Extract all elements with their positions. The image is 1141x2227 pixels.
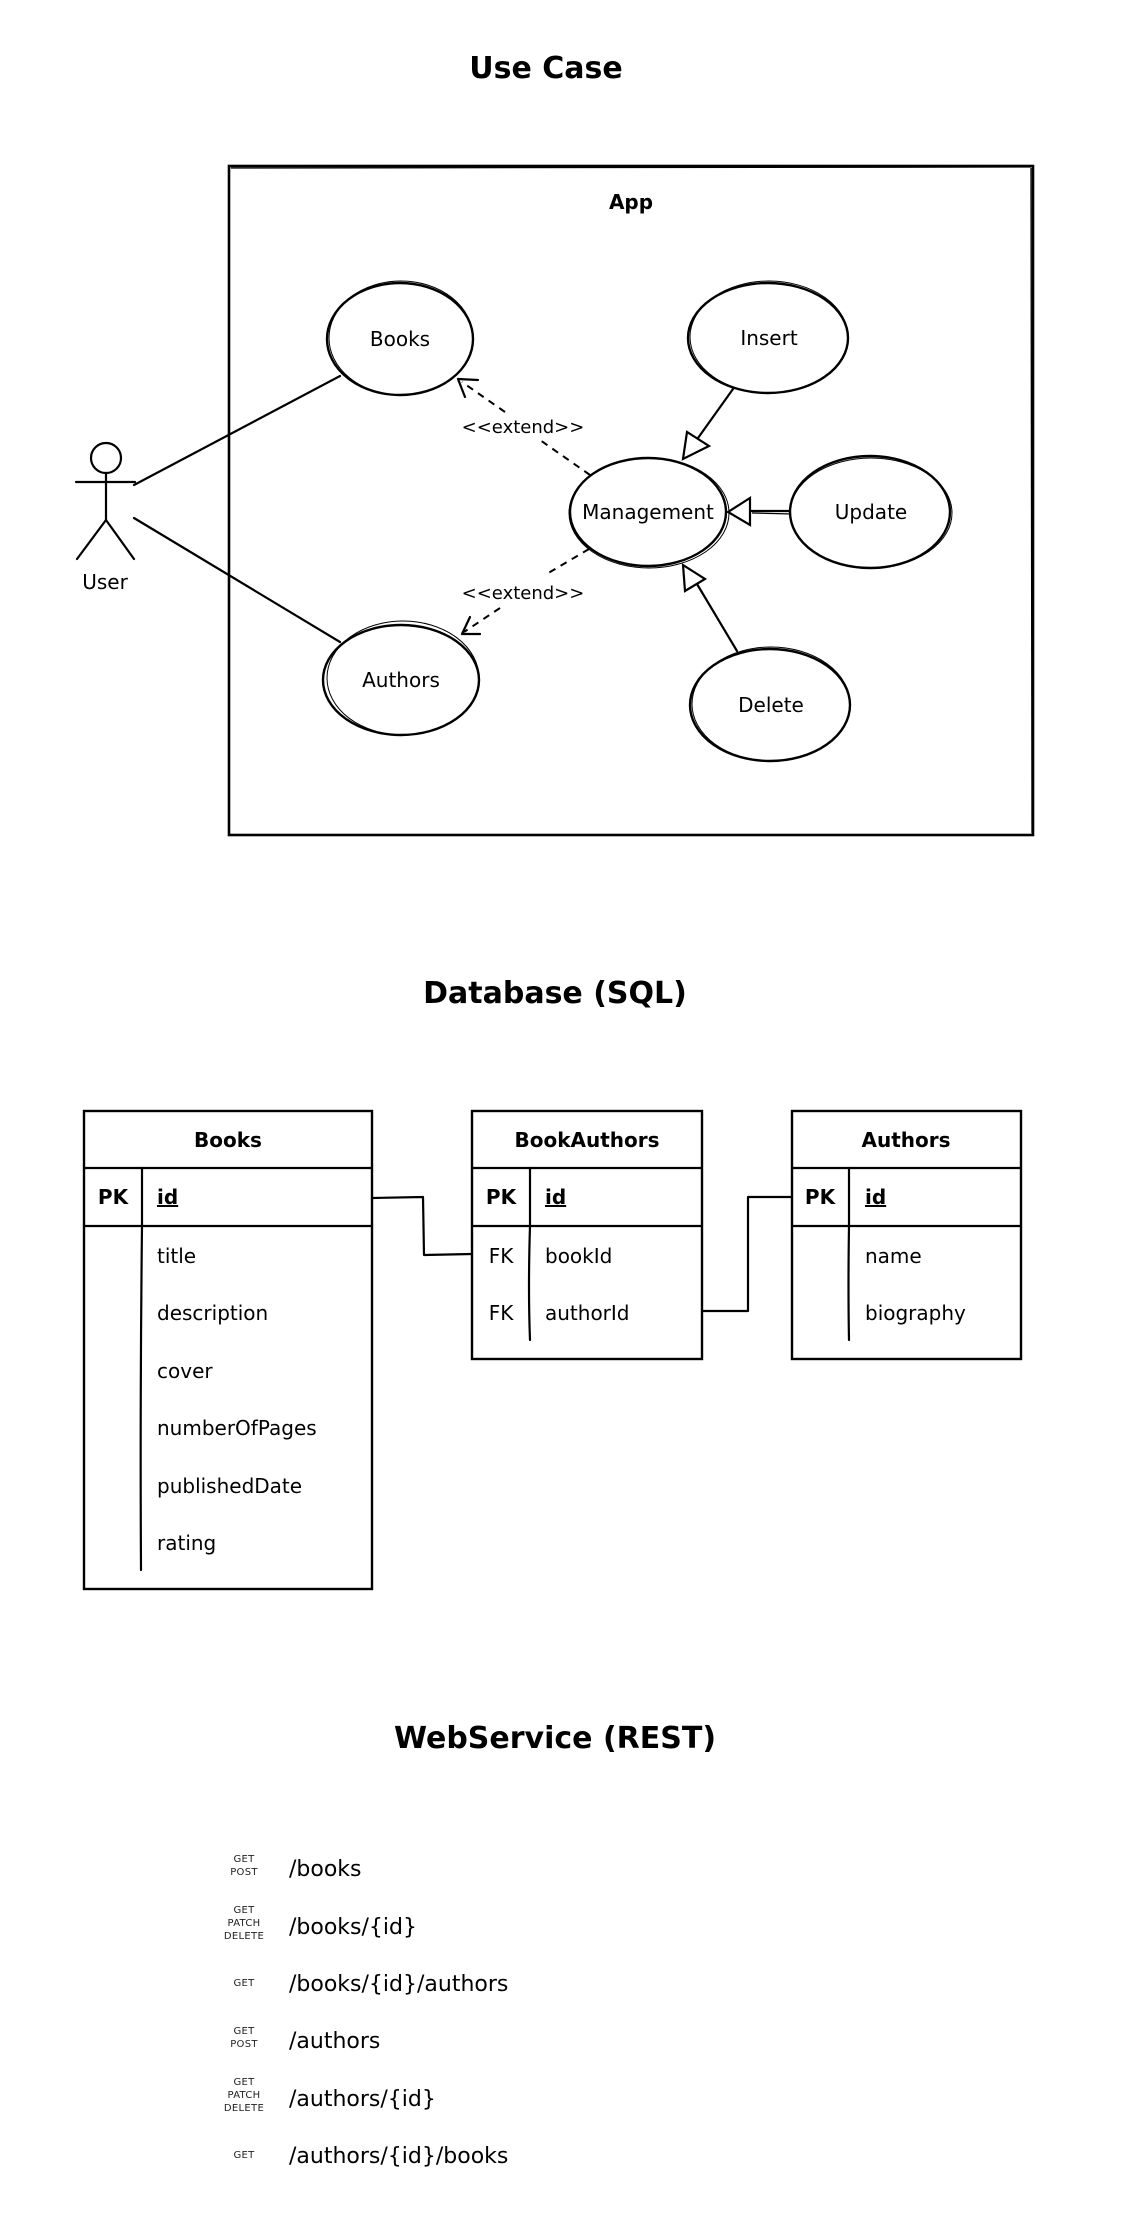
endpoint-path: /authors/{id} [289,2087,436,2112]
use-case-title: Use Case [469,51,622,86]
http-method: PATCH [228,2090,261,2101]
endpoint-list: GET POST /books GET PATCH DELETE /books/… [224,1854,508,2169]
actor-user[interactable]: User [74,441,137,594]
endpoint-row[interactable]: GET PATCH DELETE /books/{id} [224,1905,417,1942]
relation-books-bookauthors [370,1195,474,1257]
table-books-field: title [157,1244,196,1268]
use-case-insert[interactable]: Insert [686,280,850,395]
http-method: GET [233,2026,255,2037]
use-case-books[interactable]: Books [325,280,475,397]
system-boundary-app[interactable]: App [227,164,1035,837]
http-method: GET [233,1905,255,1916]
association-user-authors [132,516,342,644]
table-bookauthors-fk-key: FK [489,1301,515,1325]
endpoint-path: /authors/{id}/books [289,2144,508,2169]
http-method: GET [233,2150,255,2161]
use-case-books-label: Books [370,327,430,351]
table-bookauthors-field: authorId [545,1301,630,1325]
stick-figure-icon [74,441,137,561]
table-books-name: Books [194,1128,262,1152]
table-books-field: rating [157,1531,216,1555]
endpoint-path: /authors [289,2029,380,2054]
table-books[interactable]: Books PK id title description cover numb… [82,1109,374,1591]
http-method: POST [230,2039,258,2050]
use-case-management-label: Management [582,500,714,524]
use-case-authors[interactable]: Authors [321,620,481,737]
use-case-section: Use Case App User <<ex [74,51,1035,837]
table-authors-pk-field: id [865,1185,886,1209]
endpoint-path: /books [289,1857,362,1882]
table-bookauthors-pk-field: id [545,1185,566,1209]
table-bookauthors-name: BookAuthors [514,1128,659,1152]
webservice-title: WebService (REST) [394,1721,716,1756]
table-books-pk-field: id [157,1185,178,1209]
use-case-management[interactable]: Management [568,456,730,569]
database-title: Database (SQL) [423,976,687,1011]
use-case-delete-label: Delete [738,693,804,717]
table-authors-field: biography [865,1301,966,1325]
extend-label-top: <<extend>> [462,417,585,438]
table-bookauthors-fk-key: FK [489,1244,515,1268]
database-section: Database (SQL) Books PK id title descrip… [82,976,1023,1591]
use-case-delete[interactable]: Delete [688,646,852,763]
table-bookauthors-pk-key: PK [486,1185,518,1209]
table-books-field: description [157,1301,268,1325]
endpoint-path: /books/{id} [289,1915,417,1940]
http-method: POST [230,1867,258,1878]
table-books-field: numberOfPages [157,1416,317,1440]
endpoint-row[interactable]: GET POST /authors [230,2026,380,2054]
table-bookauthors[interactable]: BookAuthors PK id FK bookId FK authorId [470,1109,704,1361]
table-bookauthors-field: bookId [545,1244,612,1268]
table-authors-field: name [865,1244,922,1268]
endpoint-row[interactable]: GET /authors/{id}/books [233,2144,508,2169]
http-method: GET [233,1854,255,1865]
generalization-insert-management [681,387,735,461]
extend-label-bottom: <<extend>> [462,583,585,604]
use-case-authors-label: Authors [362,668,440,692]
endpoint-row[interactable]: GET POST /books [230,1854,361,1882]
table-books-pk-key: PK [98,1185,130,1209]
table-authors-pk-key: PK [805,1185,837,1209]
use-case-insert-label: Insert [740,326,798,350]
system-boundary-label: App [609,190,653,214]
actor-label: User [82,570,128,594]
table-books-field: publishedDate [157,1474,302,1498]
generalization-delete-management [681,562,739,653]
endpoint-row[interactable]: GET /books/{id}/authors [233,1972,508,1997]
table-authors-name: Authors [861,1128,950,1152]
http-method: GET [233,1978,255,1989]
extend-management-books: <<extend>> [456,377,591,476]
table-authors[interactable]: Authors PK id name biography [790,1109,1023,1361]
use-case-update[interactable]: Update [788,454,953,570]
webservice-section: WebService (REST) GET POST /books GET PA… [224,1721,716,2169]
endpoint-path: /books/{id}/authors [289,1972,508,1997]
extend-management-authors: <<extend>> [460,548,590,636]
http-method: DELETE [224,2103,264,2114]
endpoint-row[interactable]: GET PATCH DELETE /authors/{id} [224,2077,436,2114]
http-method: PATCH [228,1918,261,1929]
http-method: GET [233,2077,255,2088]
generalization-update-management [725,495,794,527]
relation-bookauthors-authors [700,1195,794,1313]
association-user-books [132,374,342,487]
table-books-field: cover [157,1359,213,1383]
http-method: DELETE [224,1931,264,1942]
use-case-update-label: Update [835,500,907,524]
